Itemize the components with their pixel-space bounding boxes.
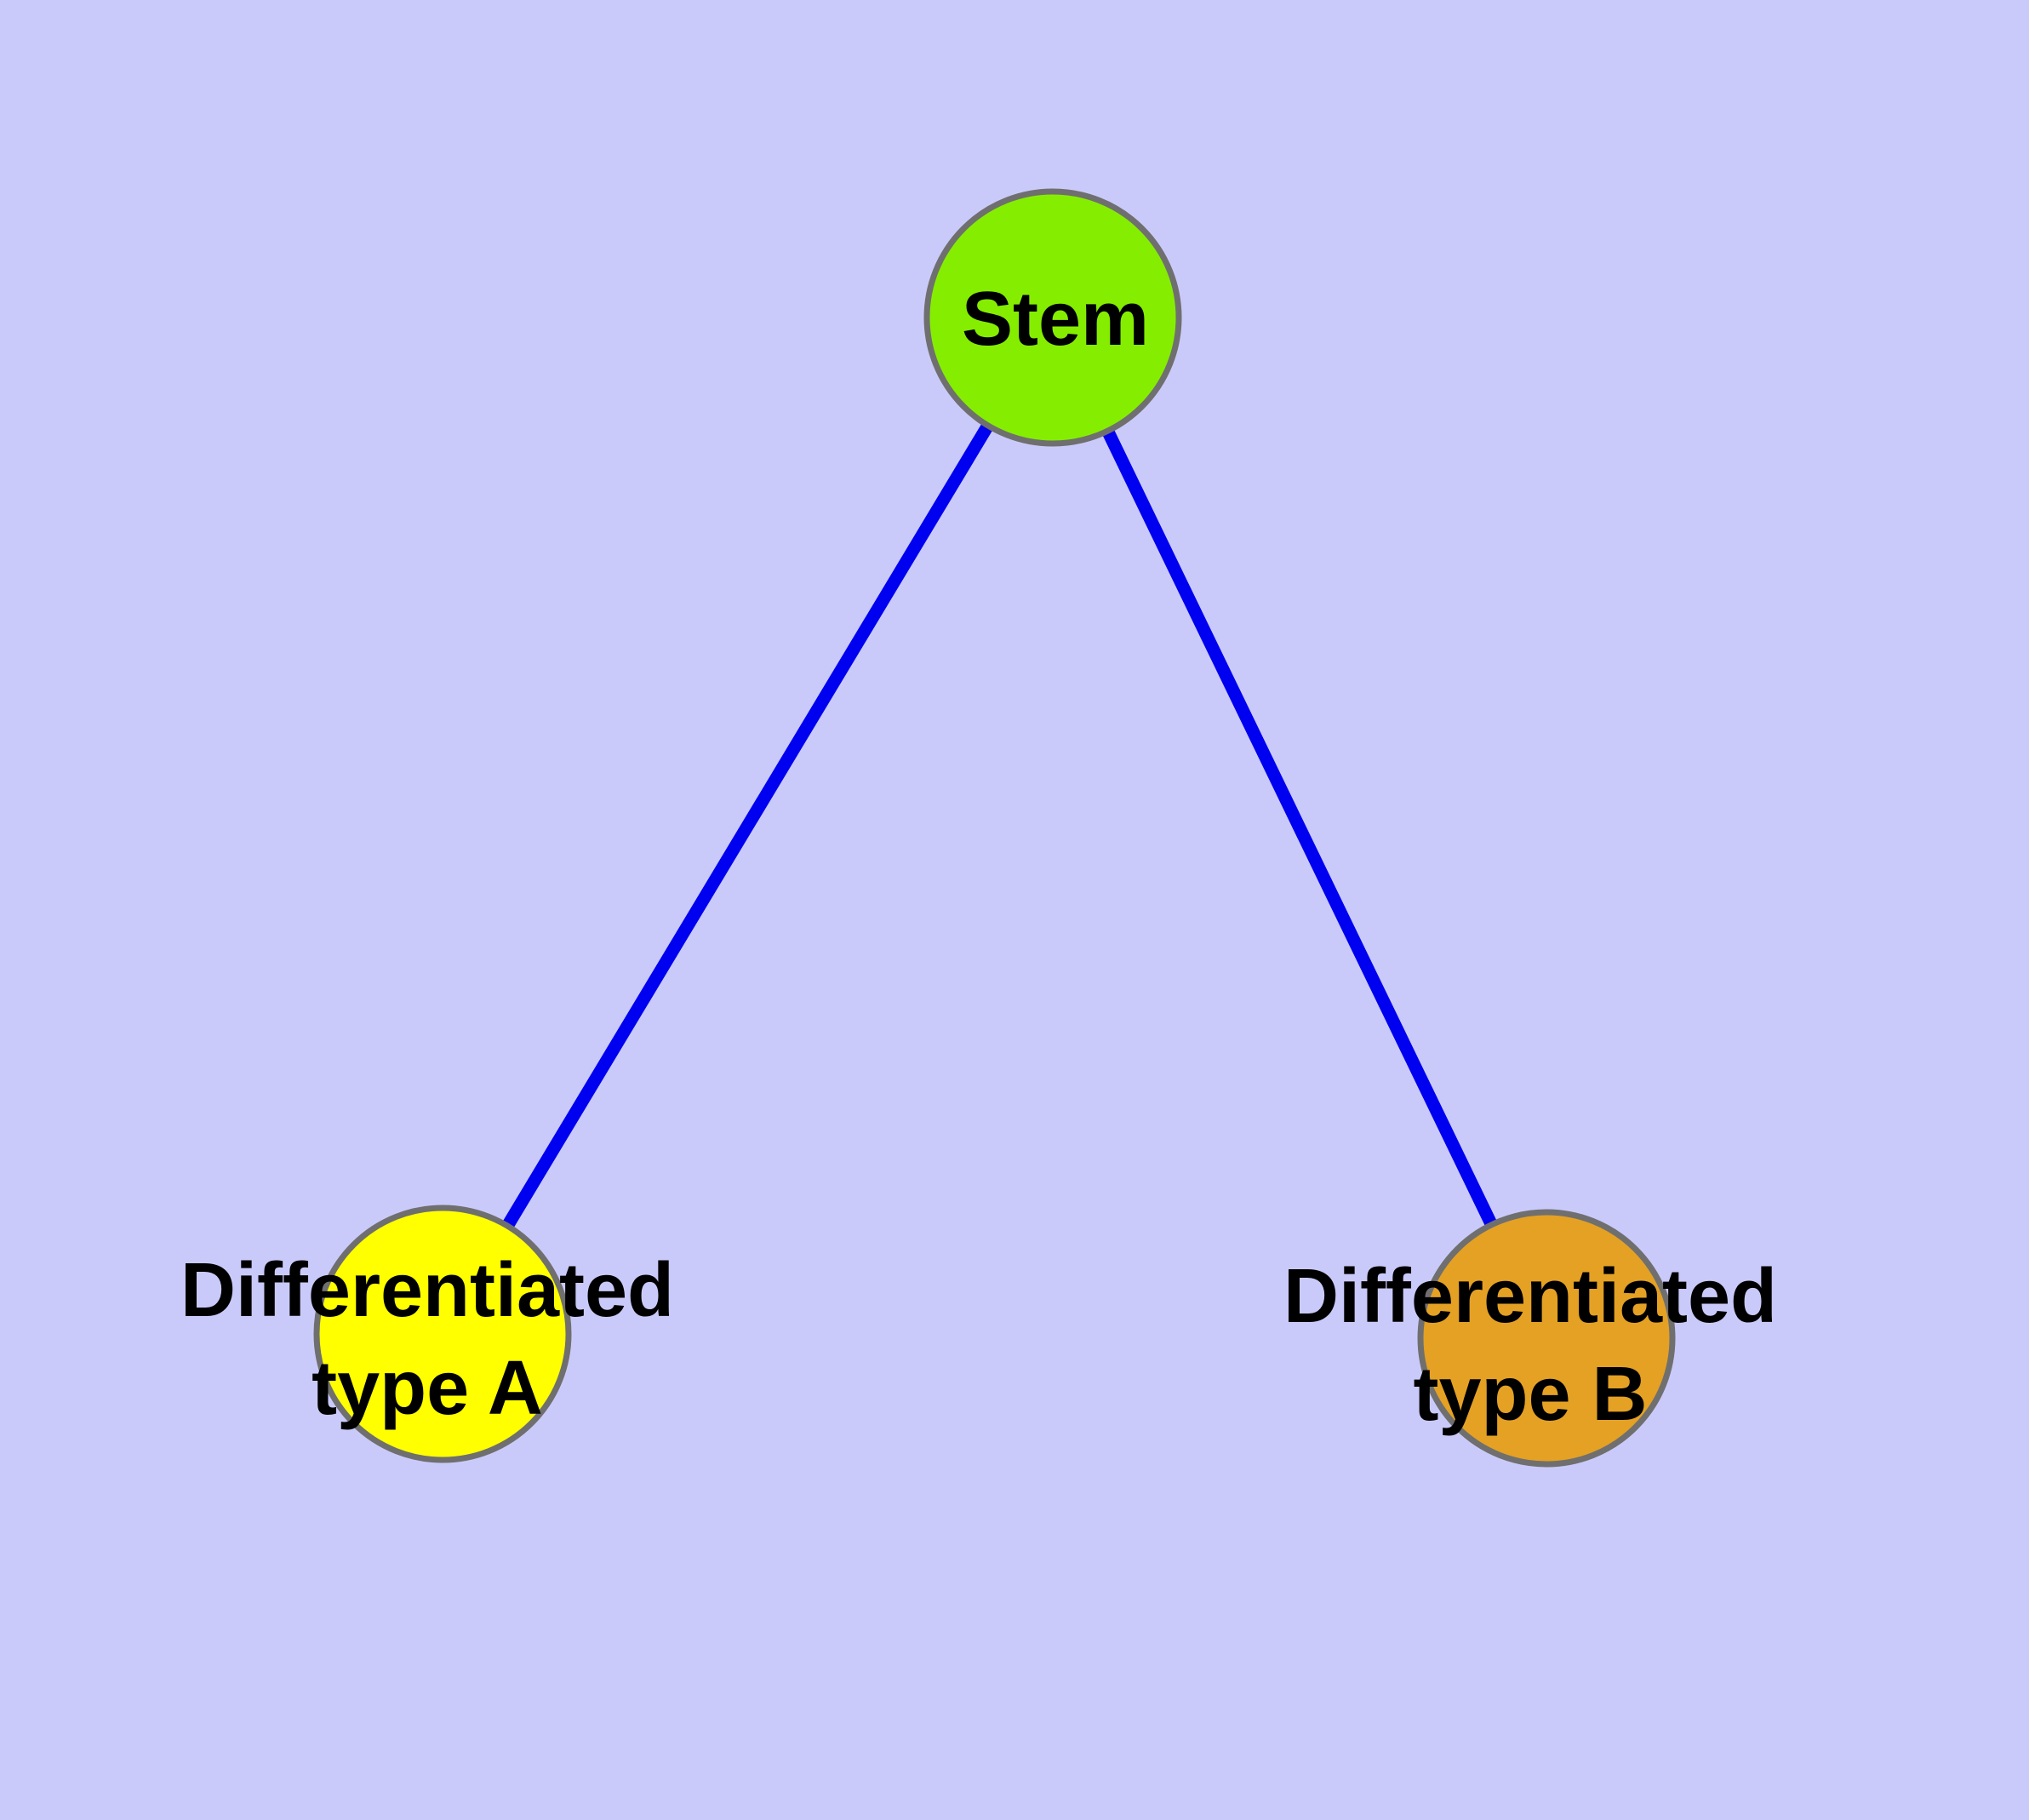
type-a-node-label-line2: type A (311, 1346, 543, 1431)
type-b-node-circle (1417, 1209, 1676, 1468)
type-b-node-label-line1: Differentiated (1283, 1254, 1777, 1339)
type-b-node-label-line2: type B (1413, 1352, 1647, 1437)
stem-node-label: Stem (962, 277, 1149, 362)
stem-node-circle (923, 188, 1182, 447)
edge-stem-to-type-b (1047, 314, 1552, 1342)
edge-stem-to-type-a (437, 314, 1059, 1337)
type-a-node-label-line1: Differentiated (180, 1248, 674, 1333)
type-a-node-circle (313, 1205, 572, 1463)
